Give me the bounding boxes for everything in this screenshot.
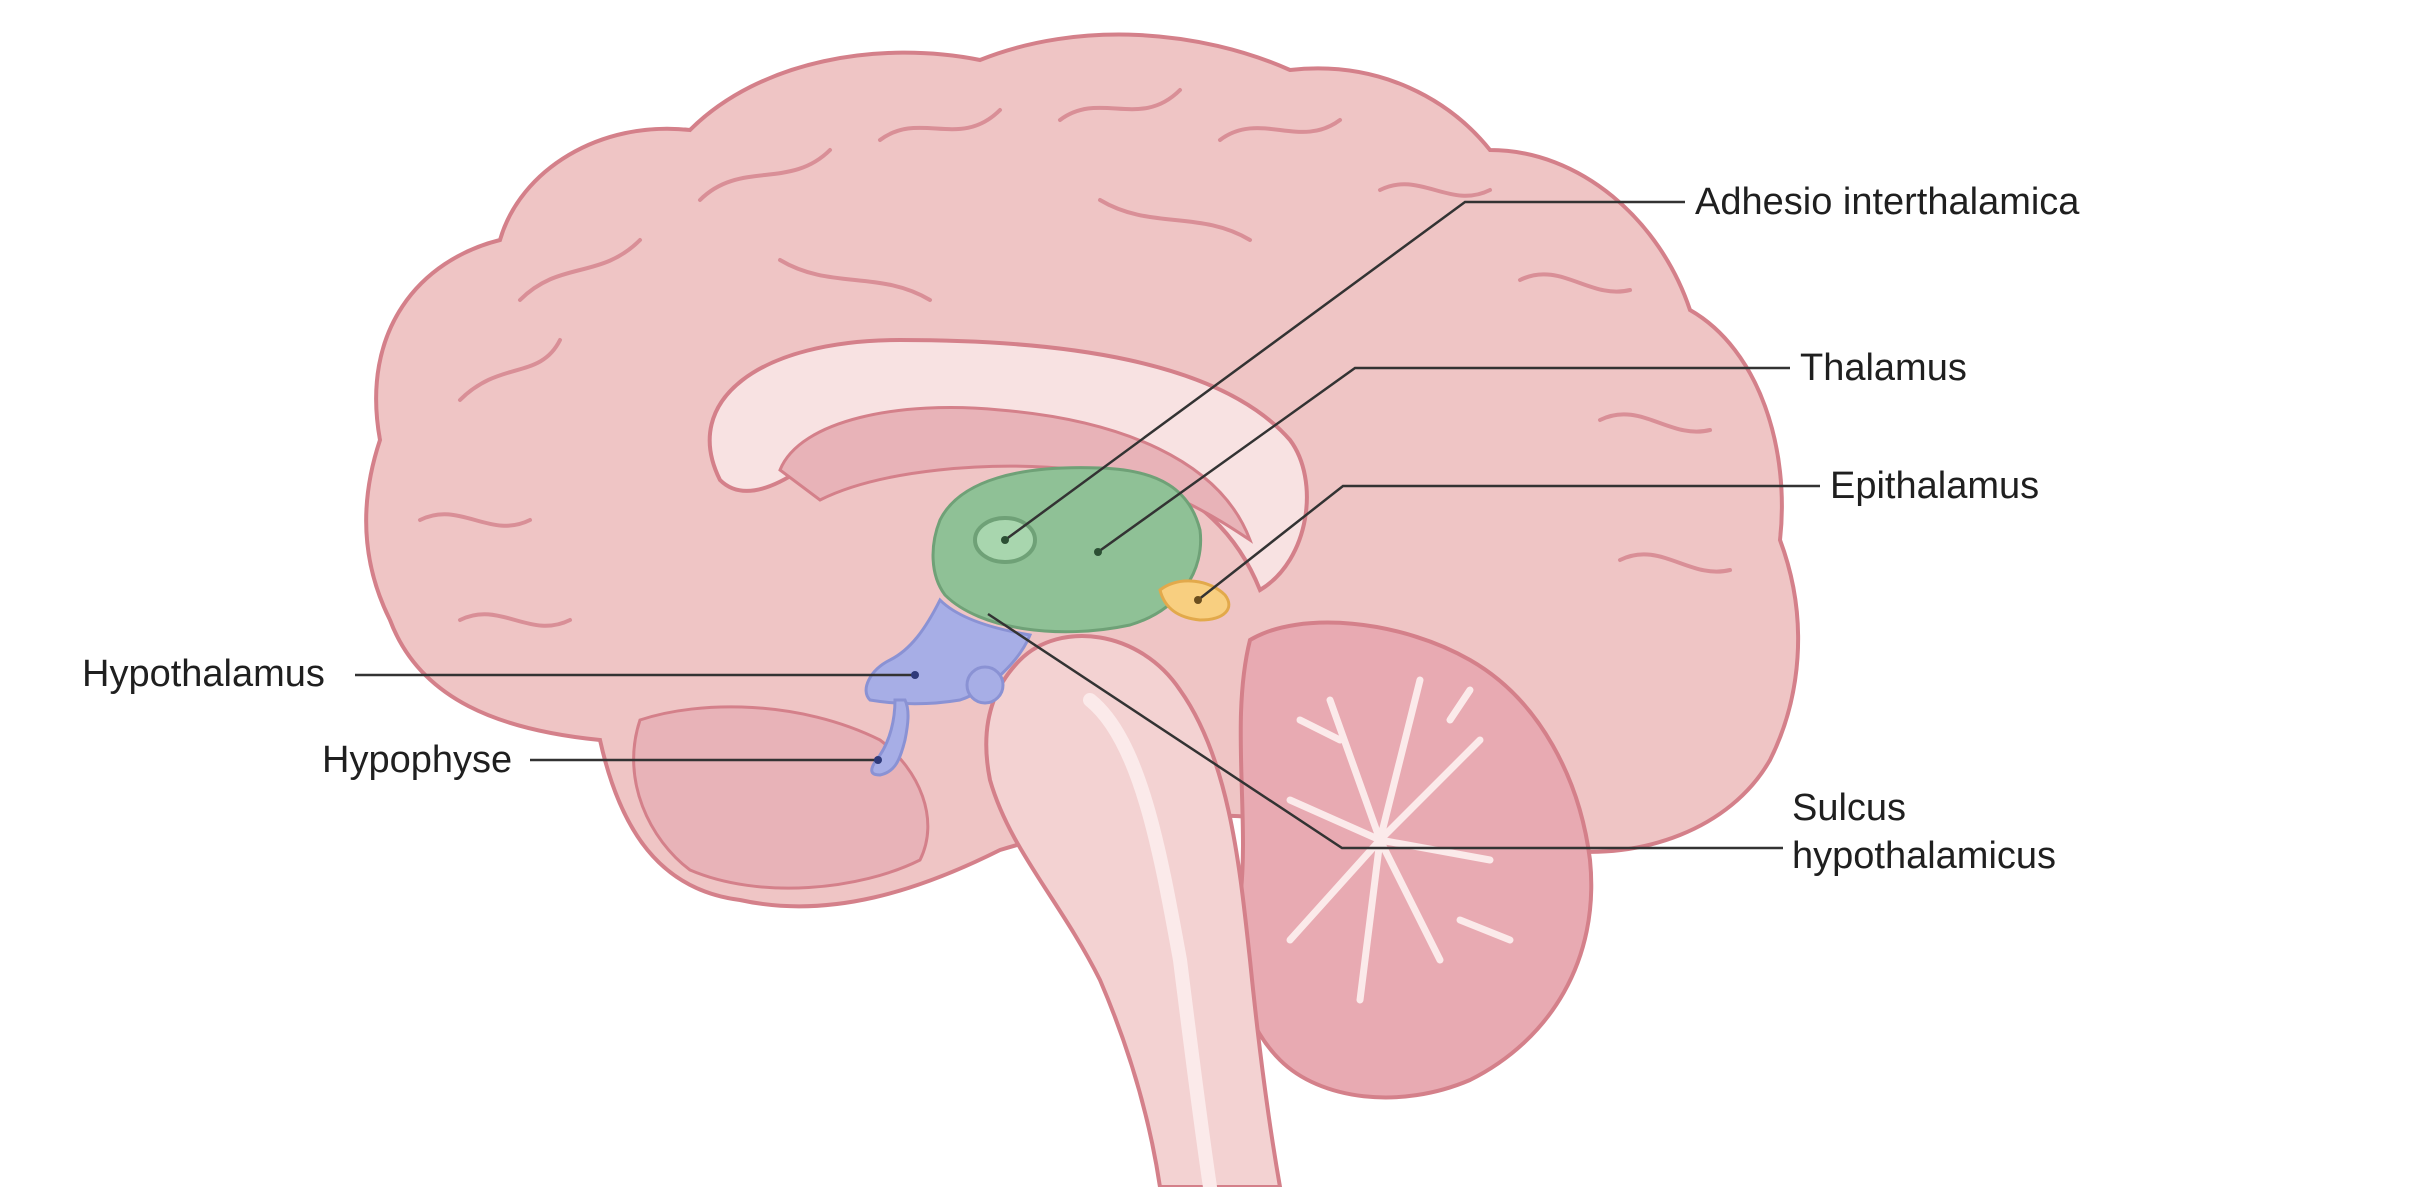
- limbic-area: [778, 406, 1254, 544]
- hypophyse-region: [870, 698, 910, 777]
- leader-dots: [1001, 536, 1102, 556]
- leader-sulcus-hypothalamicus: [987, 612, 1783, 850]
- label-adhesio-interthalamica: Adhesio interthalamica: [1695, 181, 2080, 223]
- label-sulcus-hypothalamicus: Sulcus hypothalamicus: [1792, 784, 2056, 880]
- mammillary-body: [965, 665, 1005, 705]
- arbor-vitae: [1286, 676, 1514, 1004]
- hypothalamus-dot: [911, 671, 919, 679]
- leader-thalamus: [1097, 366, 1790, 554]
- label-hypophyse: Hypophyse: [322, 739, 513, 781]
- hypophyse-dot: [874, 756, 882, 764]
- thalamus-region: [931, 466, 1203, 634]
- leader-adhesio-interthalamica: [1004, 200, 1685, 542]
- leader-lines: [355, 200, 1820, 850]
- gyri-lines: [418, 88, 1732, 628]
- brainstem: [984, 634, 1283, 1187]
- label-sulcus-line1: Sulcus: [1792, 787, 1907, 829]
- epithalamus-dot: [1194, 596, 1202, 604]
- leader-epithalamus: [1197, 484, 1820, 601]
- temporal-lobe: [632, 705, 930, 890]
- label-sulcus-line2: hypothalamicus: [1792, 835, 2057, 877]
- label-epithalamus: Epithalamus: [1830, 465, 2040, 507]
- brainstem-highlight: [1083, 693, 1217, 1187]
- label-hypothalamus: Hypothalamus: [82, 653, 325, 695]
- label-thalamus: Thalamus: [1800, 347, 1967, 389]
